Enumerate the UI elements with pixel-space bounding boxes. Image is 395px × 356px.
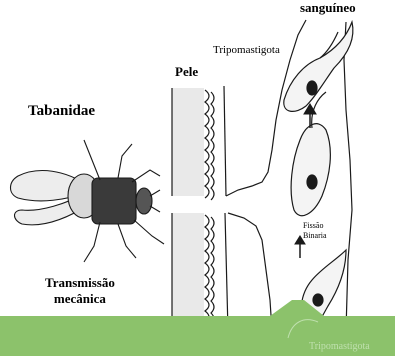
label-tabanidae: Tabanidae (28, 103, 95, 120)
label-fission-line1: Fissão (303, 221, 327, 231)
tabanid-fly-icon (11, 140, 165, 262)
skin-layer (172, 86, 228, 331)
label-blood: sanguíneo (300, 0, 356, 16)
label-trypomastigote-bottom: Tripomastigota (309, 341, 370, 352)
label-skin: Pele (175, 64, 198, 80)
label-transmission-line2: mecânica (45, 291, 115, 307)
label-transmission-line1: Transmissão (45, 275, 115, 291)
label-binary-fission: Fissão Binaria (303, 221, 327, 241)
label-trypomastigote-top: Tripomastigota (213, 44, 280, 56)
label-fission-line2: Binaria (303, 231, 327, 241)
label-mechanical-transmission: Transmissão mecânica (45, 275, 115, 307)
trypomastigote-cells (284, 22, 353, 332)
